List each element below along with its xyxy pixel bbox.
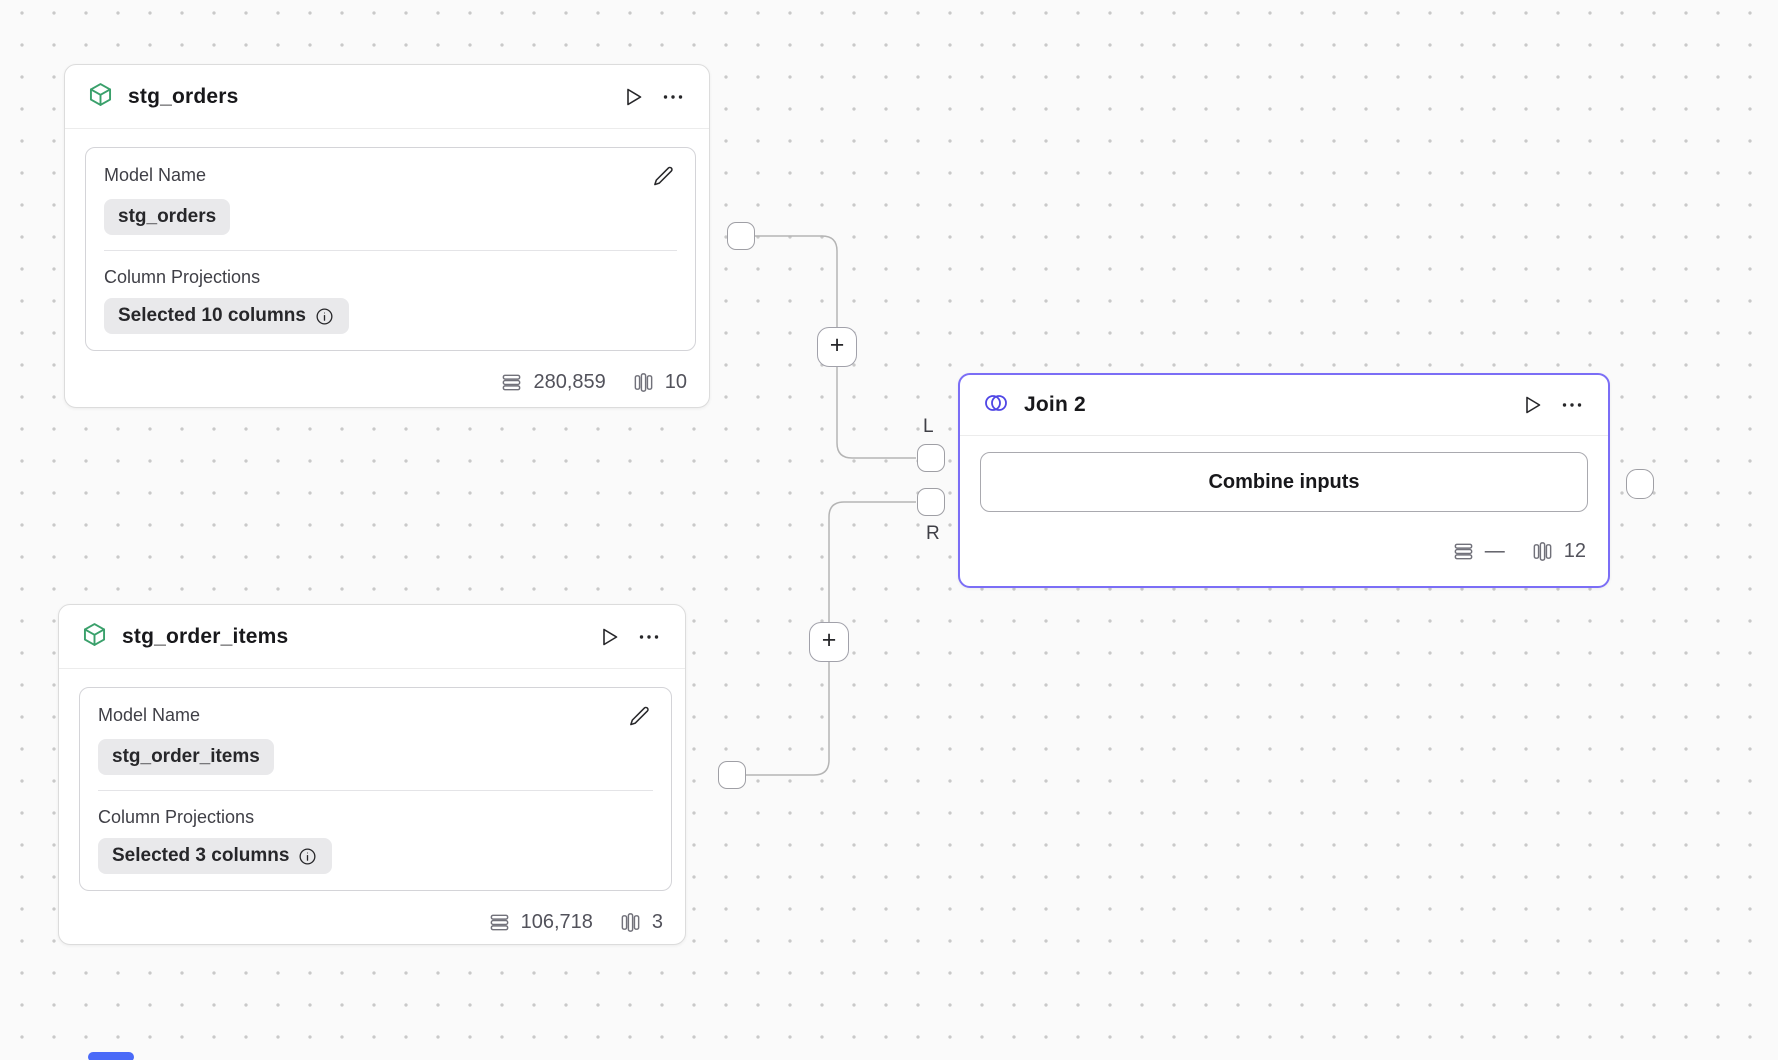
row-count-value: 280,859 [533,370,606,393]
column-projections-label: Column Projections [98,807,255,827]
pencil-icon [630,706,649,726]
model-name-chip: stg_orders [104,199,231,235]
node-menu-button[interactable] [659,83,687,111]
ellipsis-icon [639,634,659,639]
column-count-icon [1531,540,1554,563]
model-name-label: Model Name [98,705,201,725]
port-join-right-input[interactable] [917,488,945,516]
model-name-label: Model Name [104,165,207,185]
model-name-value: stg_order_items [112,746,260,767]
join-right-port-label: R [926,523,940,544]
node-stg-orders[interactable]: stg_orders Model Name [64,64,710,408]
ellipsis-icon [663,94,683,99]
node-header: stg_orders [65,65,709,129]
port-stg-order-items-output[interactable] [718,761,746,789]
run-node-button[interactable] [619,83,647,111]
card-divider [104,250,677,251]
canvas-scrollbar-thumb[interactable] [88,1052,134,1060]
join-venn-icon [982,391,1010,420]
column-projections-chip[interactable]: Selected 10 columns [104,298,349,334]
info-icon[interactable] [314,306,335,327]
edit-model-name-button[interactable] [650,163,677,190]
model-name-chip: stg_order_items [98,739,274,775]
row-count-icon [500,371,523,394]
node-config-card: Model Name stg_orders Column Projections… [85,147,696,351]
play-icon [627,88,642,105]
card-divider [98,790,653,791]
column-count-value: 10 [664,370,687,393]
play-icon [1526,396,1541,414]
run-node-button[interactable] [1518,391,1546,419]
info-icon[interactable] [297,846,318,867]
column-projections-label: Column Projections [104,267,261,287]
port-stg-orders-output[interactable] [727,222,755,250]
node-title: Join 2 [1024,393,1086,416]
node-menu-button[interactable] [1558,391,1586,419]
model-cube-icon [87,81,114,113]
column-count-value: 12 [1563,539,1586,562]
play-icon [603,628,618,645]
combine-inputs-button[interactable]: Combine inputs [980,452,1588,512]
model-cube-icon [81,621,108,653]
column-projections-value: Selected 10 columns [118,305,306,326]
edit-model-name-button[interactable] [626,703,653,730]
column-count-icon [619,911,642,934]
ellipsis-icon [1562,403,1582,407]
port-join-output[interactable] [1626,469,1654,499]
column-projections-value: Selected 3 columns [112,845,290,866]
node-join-2[interactable]: Join 2 Combine inputs [958,373,1610,588]
node-config-card: Model Name stg_order_items Column Projec… [79,687,672,891]
row-count-icon [488,911,511,934]
row-count-icon [1452,540,1475,563]
column-count-icon [632,371,655,394]
node-menu-button[interactable] [635,623,663,651]
add-node-on-edge-button[interactable]: + [809,622,849,662]
row-count-value: 106,718 [520,910,593,933]
run-node-button[interactable] [595,623,623,651]
row-count-value: — [1484,539,1505,562]
node-header: Join 2 [960,375,1608,436]
node-title: stg_orders [128,84,239,108]
join-left-port-label: L [923,416,934,437]
pencil-icon [654,166,673,186]
column-projections-chip[interactable]: Selected 3 columns [98,838,333,874]
port-join-left-input[interactable] [917,444,945,472]
column-count-value: 3 [651,910,663,933]
node-stg-order-items[interactable]: stg_order_items Model Name [58,604,686,945]
node-stats-footer: 106,718 3 [59,891,685,955]
node-stats-footer: 280,859 10 [65,351,709,415]
add-node-on-edge-button[interactable]: + [817,327,857,367]
node-title: stg_order_items [122,624,289,648]
model-name-value: stg_orders [118,206,217,227]
node-stats-footer: — 12 [960,524,1608,586]
node-header: stg_order_items [59,605,685,669]
